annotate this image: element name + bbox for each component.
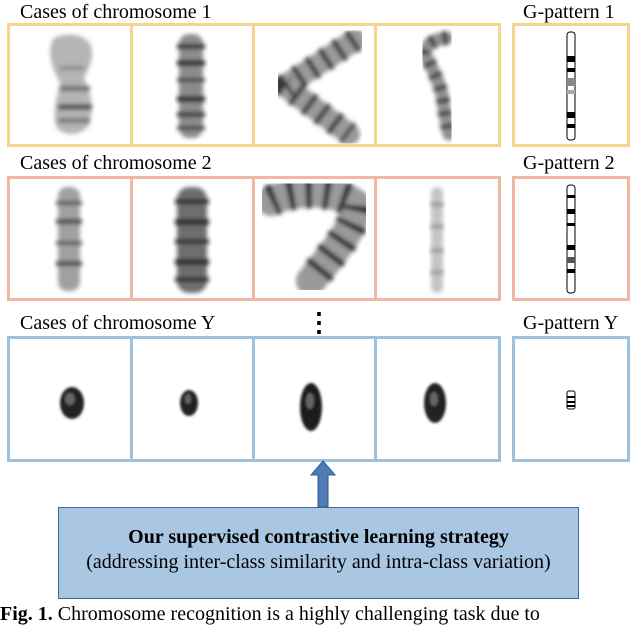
chromosome-2-case-3 <box>255 179 377 298</box>
strategy-box: Our supervised contrastive learning stra… <box>58 507 579 599</box>
chromosome-1-case-2 <box>133 26 255 144</box>
row-2-pattern-label: G-pattern 2 <box>523 152 615 174</box>
row-1-label: Cases of chromosome 1 <box>20 1 212 23</box>
row-y-label: Cases of chromosome Y <box>20 312 216 334</box>
row-2-label: Cases of chromosome 2 <box>20 152 212 174</box>
chromosome-y-cases <box>7 336 501 462</box>
row-1-pattern-label: G-pattern 1 <box>523 1 615 23</box>
chromosome-2-case-1 <box>10 179 133 298</box>
caption-label: Fig. 1. <box>0 603 53 625</box>
row-y-pattern-label: G-pattern Y <box>523 312 619 334</box>
caption-text: Chromosome recognition is a highly chall… <box>57 603 540 625</box>
chromosome-2-cases <box>7 176 501 301</box>
chromosome-1-cases <box>7 23 501 147</box>
chromosome-2-case-2 <box>133 179 255 298</box>
chromosome-1-case-4 <box>377 26 498 144</box>
strategy-title: Our supervised contrastive learning stra… <box>128 526 509 548</box>
g-pattern-y <box>512 336 630 462</box>
chromosome-2-case-4 <box>377 179 498 298</box>
chromosome-1-case-3 <box>255 26 377 144</box>
figure-caption: Fig. 1. Chromosome recognition is a high… <box>0 603 540 626</box>
chromosome-1-case-1 <box>10 26 133 144</box>
chromosome-y-case-2 <box>133 339 255 459</box>
up-arrow-icon <box>310 460 336 508</box>
ellipsis: ⋮ <box>306 308 332 337</box>
chromosome-y-case-1 <box>10 339 133 459</box>
g-pattern-2 <box>512 176 630 301</box>
strategy-subtitle: (addressing inter-class similarity and i… <box>86 551 551 573</box>
g-pattern-1 <box>512 23 630 147</box>
chromosome-y-case-3 <box>255 339 377 459</box>
chromosome-y-case-4 <box>377 339 498 459</box>
